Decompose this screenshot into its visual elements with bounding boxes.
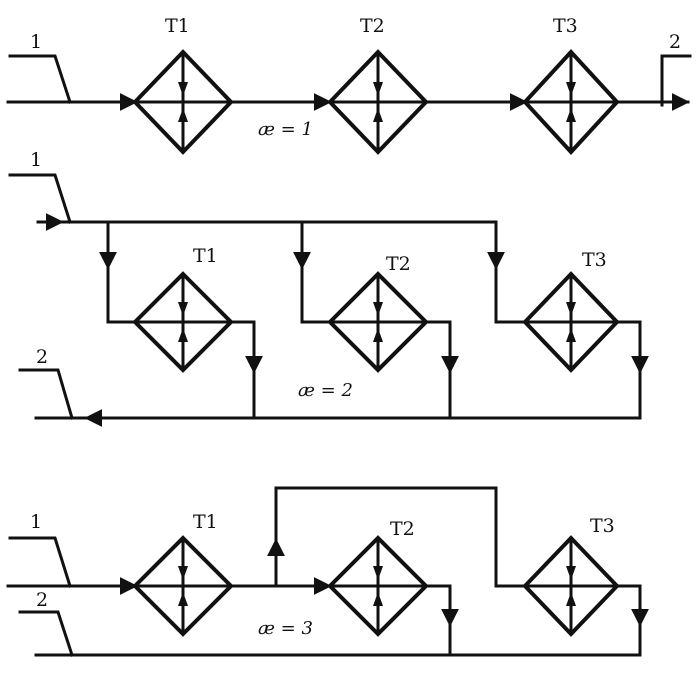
exchanger-t1: [132, 271, 234, 373]
inlet-leader-1: [8, 54, 72, 104]
outlet-leader-3: [18, 610, 74, 657]
outlet-leader-2: [18, 368, 74, 420]
exchanger-t3: [522, 535, 620, 637]
inlet-label-3: 1: [30, 511, 42, 533]
outlet-label-1: 2: [669, 31, 681, 53]
exchanger-label-t3: T3: [553, 15, 578, 37]
exchanger-t2: [327, 271, 429, 373]
coefficient-label-1: æ = 1: [258, 119, 313, 140]
inlet-leader-2: [8, 173, 72, 224]
exchanger-label-t3: T3: [590, 515, 615, 537]
exchanger-t1: [132, 49, 234, 155]
exchanger-label-t1: T1: [165, 15, 190, 37]
coefficient-label-2: æ = 2: [298, 380, 353, 401]
exchanger-label-t3: T3: [582, 249, 607, 271]
outlet-label-3: 2: [36, 589, 48, 611]
scheme-2: 1 2: [8, 149, 649, 427]
exchanger-t1: [132, 535, 234, 637]
exchanger-t2: [327, 535, 429, 637]
outlet-leader-1: [660, 54, 692, 107]
exchanger-t2: [327, 49, 429, 155]
outlet-label-2: 2: [36, 346, 48, 368]
inlet-label-1: 1: [30, 31, 42, 53]
exchanger-t3: [522, 49, 620, 155]
inlet-leader-3: [8, 536, 72, 588]
coefficient-label-3: æ = 3: [258, 618, 313, 639]
exchanger-label-t2: T2: [390, 518, 415, 540]
scheme-3: 1 2: [6, 486, 649, 657]
exchanger-label-t2: T2: [386, 253, 411, 275]
inlet-label-2: 1: [30, 149, 42, 171]
exchanger-label-t2: T2: [360, 15, 385, 37]
exchanger-label-t1: T1: [193, 245, 218, 267]
exchanger-t3: [522, 271, 620, 373]
scheme-1: 1 2 T1 T2 T3: [6, 15, 692, 155]
exchanger-label-t1: T1: [193, 511, 218, 533]
